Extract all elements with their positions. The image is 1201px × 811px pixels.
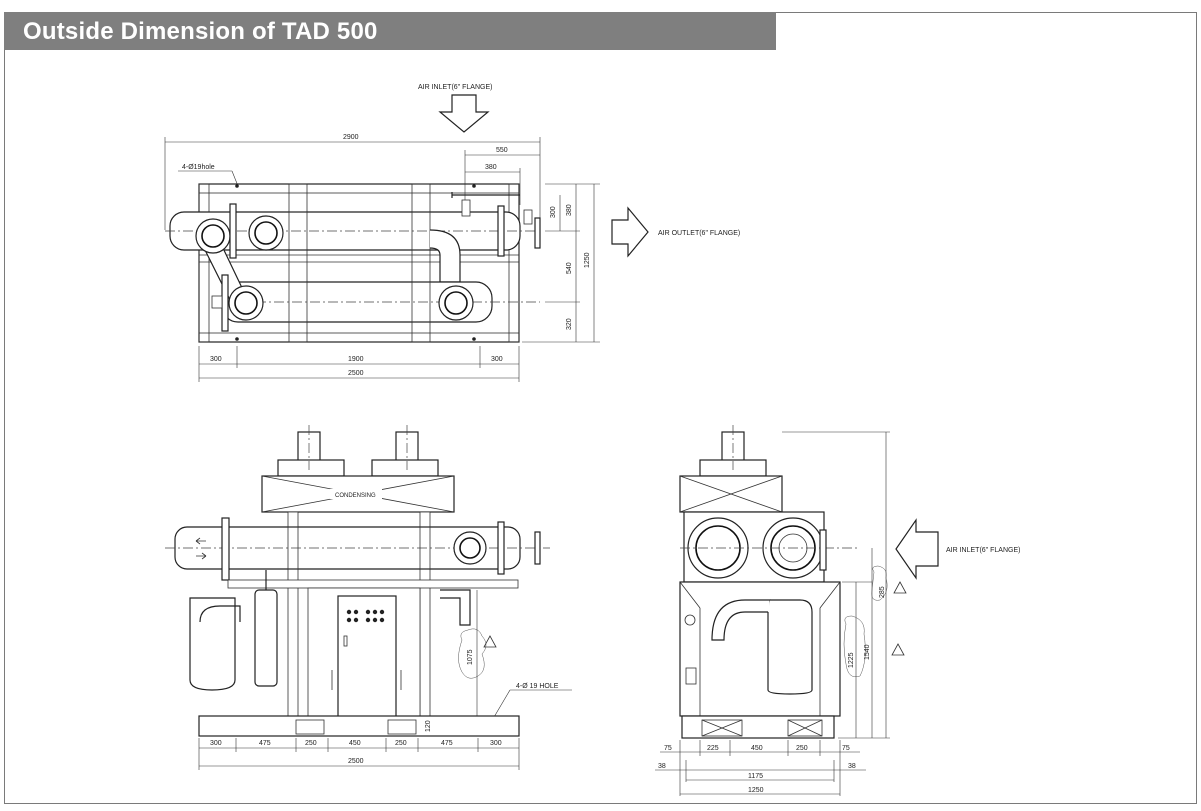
dim-380: 380	[485, 164, 497, 171]
side-view: AIR INLET(6" FLANGE) 285 1225 1540 75 22…	[655, 425, 1020, 796]
dim-380v: 380	[566, 204, 573, 216]
air-inlet-top-label: AIR INLET(6" FLANGE)	[418, 84, 492, 91]
plan-view: AIR INLET(6" FLANGE) 2900 550 380 4-Ø19h…	[164, 84, 740, 382]
dim-front-s1: 300	[210, 740, 222, 747]
dim-2500-plan: 2500	[348, 370, 364, 377]
page-title: Outside Dimension of TAD 500	[23, 18, 378, 45]
control-panel	[337, 595, 397, 719]
dim-38-left: 38	[658, 763, 666, 770]
dim-1250-plan: 1250	[584, 252, 591, 268]
air-inlet-side-label: AIR INLET(6" FLANGE)	[946, 547, 1020, 554]
dim-front-s5: 250	[395, 740, 407, 747]
dim-285: 285	[879, 586, 886, 598]
dim-300v: 300	[550, 206, 557, 218]
air-outlet-arrow-icon	[611, 206, 649, 258]
dim-left-300: 300	[210, 356, 222, 363]
dim-front-s2: 475	[259, 740, 271, 747]
dim-1900: 1900	[348, 356, 364, 363]
panel-buttons	[346, 609, 385, 623]
dim-front-s4: 450	[349, 740, 361, 747]
dim-450-side: 450	[751, 745, 763, 752]
dim-1250-side: 1250	[748, 787, 764, 794]
dim-front-total: 2500	[348, 758, 364, 765]
dim-540: 540	[566, 262, 573, 274]
dim-75-right: 75	[842, 745, 850, 752]
flange-icon	[195, 215, 474, 321]
dim-1075: 1075	[467, 649, 474, 665]
dim-front-s3: 250	[305, 740, 317, 747]
dim-38-right: 38	[848, 763, 856, 770]
dim-1225: 1225	[848, 652, 855, 668]
dim-120: 120	[425, 720, 432, 732]
revision-triangle-icon	[483, 635, 497, 648]
dim-right-300: 300	[491, 356, 503, 363]
title-bar: Outside Dimension of TAD 500	[4, 12, 776, 50]
dim-250-side: 250	[796, 745, 808, 752]
dim-225: 225	[707, 745, 719, 752]
dim-front-s7: 300	[490, 740, 502, 747]
air-inlet-side-arrow-icon	[895, 518, 939, 580]
hole-front-label: 4-Ø 19 HOLE	[516, 683, 559, 690]
air-outlet-label: AIR OUTLET(6" FLANGE)	[658, 230, 740, 237]
dim-320: 320	[566, 318, 573, 330]
dim-front-s6: 475	[441, 740, 453, 747]
revision-triangle-icon	[891, 643, 905, 656]
dim-1175: 1175	[748, 773, 763, 780]
hole-top-label: 4-Ø19hole	[182, 164, 215, 171]
front-view: CONDENSING	[165, 425, 572, 770]
dim-75-left: 75	[664, 745, 672, 752]
revision-triangle-icon	[893, 581, 907, 594]
dim-2900: 2900	[343, 134, 359, 141]
condensing-label: CONDENSING	[335, 493, 376, 499]
dim-550: 550	[496, 147, 508, 154]
dim-1540: 1540	[864, 644, 871, 660]
air-inlet-arrow-icon	[438, 94, 490, 133]
